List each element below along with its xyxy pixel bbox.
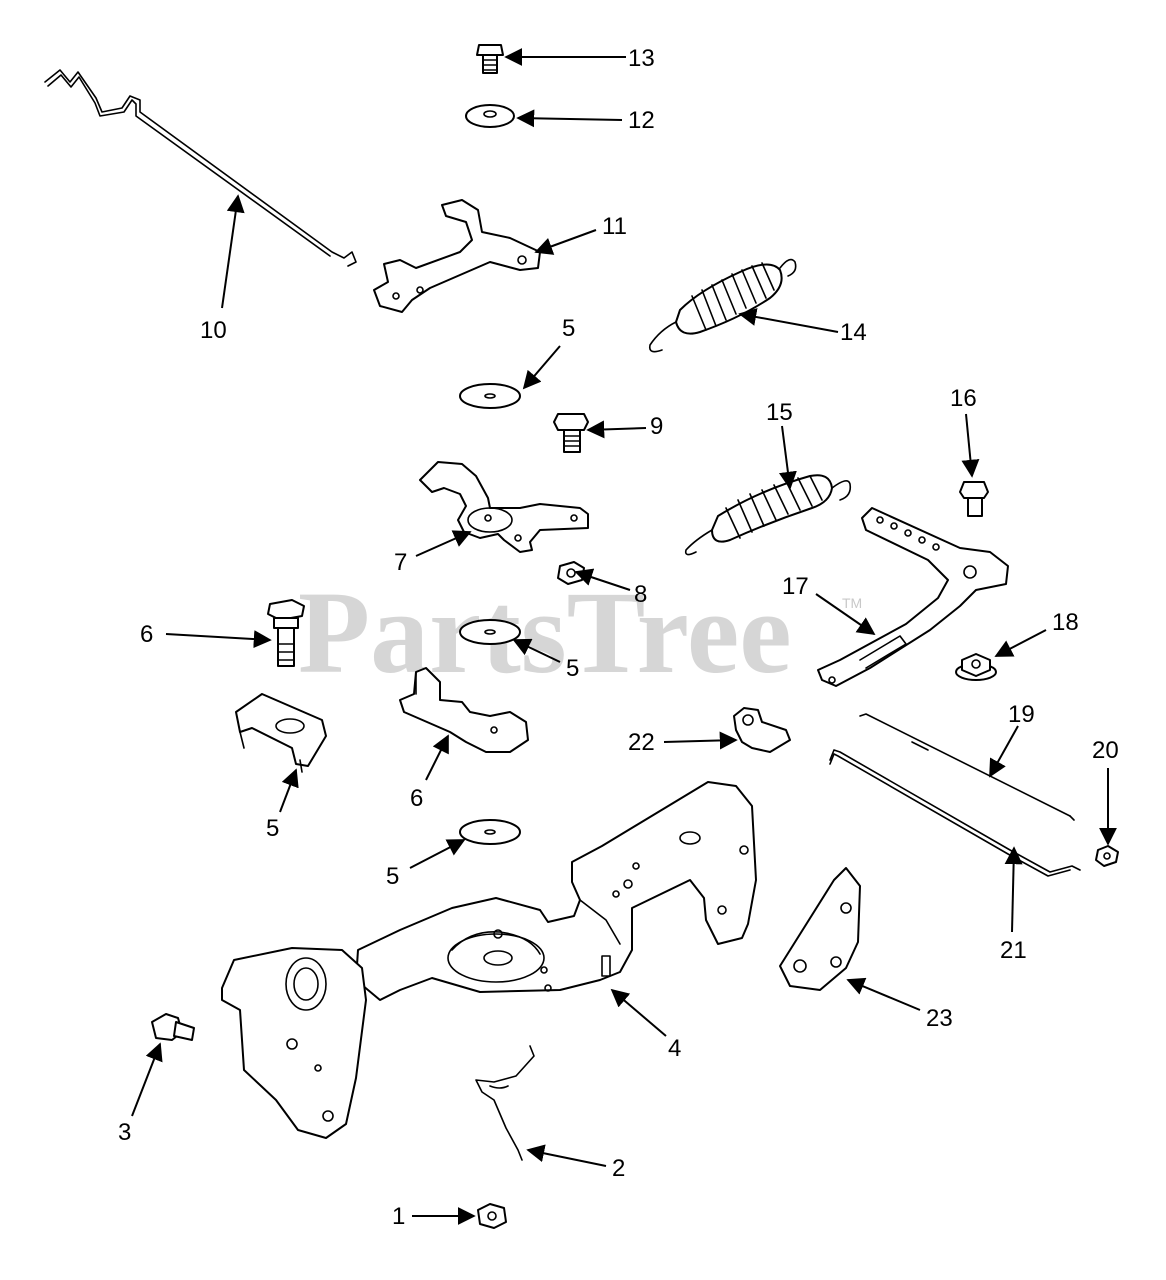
callout-label-20: 18 [1052,609,1079,636]
part-22-nut[interactable] [1095,845,1119,867]
callout-15: 13 [504,45,655,72]
callout-1: 1 [392,1203,476,1230]
callout-5-top: 5 [522,315,575,390]
callout-6: 6 [410,734,449,812]
part-11-bolt[interactable] [553,413,589,453]
callout-label-11: 9 [650,413,663,440]
part-5-washer-top[interactable] [459,383,521,409]
part-2-spring-clip[interactable] [475,1045,535,1161]
part-20-flange-nut[interactable] [955,653,997,681]
callout-label-13: 11 [602,213,627,240]
callout-label-7: 5 [266,815,279,842]
callout-20: 18 [994,609,1079,657]
callout-label-5-middle: 5 [566,655,579,682]
callout-label-5-top: 5 [562,315,575,342]
callout-label-23: 21 [1000,937,1027,964]
callout-5-bottom: 5 [386,839,466,890]
callout-label-22: 20 [1092,737,1119,764]
callout-25: 23 [846,977,953,1032]
part-23-throttle-wire[interactable] [829,749,1081,877]
part-19-control-bracket[interactable] [817,507,1009,687]
callout-4: 4 [610,988,681,1062]
partstree-watermark: PartsTree TM [298,567,862,698]
callout-14: 12 [516,107,655,134]
callout-10: 8 [574,568,647,608]
part-6-lever-plate[interactable] [399,667,529,753]
callout-18: 16 [950,385,980,478]
part-21-choke-wire[interactable] [859,713,1075,821]
callout-21: 19 [989,701,1035,778]
part-25-bracket[interactable] [779,867,861,991]
callout-12: 10 [200,194,245,344]
part-8-shoulder-bolt[interactable] [267,599,305,667]
callout-24: 22 [628,729,738,756]
callout-label-6: 6 [410,785,423,812]
callout-7: 5 [266,768,299,842]
part-5-washer-bottom[interactable] [459,819,521,845]
part-4-control-base[interactable] [355,781,757,1001]
callout-label-10: 8 [634,581,647,608]
callout-label-5-bottom: 5 [386,863,399,890]
part-18-bolt[interactable] [959,481,989,517]
callout-label-15: 13 [628,45,655,72]
part-1-hex-nut[interactable] [477,1203,507,1229]
callout-label-2: 2 [612,1155,625,1182]
part-7-clip[interactable] [235,693,327,773]
callout-11: 9 [586,413,663,440]
part-9-throttle-lever[interactable] [419,461,589,553]
callout-label-8: 6 [140,621,153,648]
callout-3: 3 [118,1042,163,1146]
part-24-clamp[interactable] [733,707,791,753]
part-13-lever-bracket[interactable] [373,199,541,313]
callout-19: 17 [782,573,876,636]
callout-label-24: 22 [628,729,655,756]
watermark-text: PartsTree [298,567,792,698]
part-5-washer-middle[interactable] [459,619,521,645]
callout-label-19: 17 [782,573,809,600]
callout-17: 15 [766,399,797,490]
callout-13: 11 [534,213,627,255]
callout-8: 6 [140,621,272,649]
part-12-rod[interactable] [44,69,357,267]
callout-22: 20 [1092,737,1119,846]
callout-label-21: 19 [1008,701,1035,728]
part-17-spring[interactable] [684,474,852,556]
callout-label-25: 23 [926,1005,953,1032]
part-4-side-plate[interactable] [221,947,367,1139]
part-14-spacer[interactable] [465,104,515,128]
callout-16: 14 [738,308,867,346]
part-16-spring[interactable] [648,258,797,353]
callout-5-middle: 5 [512,638,579,682]
part-3-bolt[interactable] [151,1013,195,1041]
callout-label-14: 12 [628,107,655,134]
callout-label-16: 14 [840,319,867,346]
callout-label-17: 15 [766,399,793,426]
watermark-trademark: TM [842,595,862,611]
callout-label-1: 1 [392,1203,405,1230]
callout-23: 21 [1000,846,1027,964]
callout-label-4: 4 [668,1035,681,1062]
callout-label-9: 7 [394,549,407,576]
callout-label-3: 3 [118,1119,131,1146]
callout-2: 2 [526,1144,625,1182]
callout-9: 7 [394,530,472,576]
callout-label-12: 10 [200,317,227,344]
part-15-screw[interactable] [476,44,504,74]
callout-label-18: 16 [950,385,977,412]
